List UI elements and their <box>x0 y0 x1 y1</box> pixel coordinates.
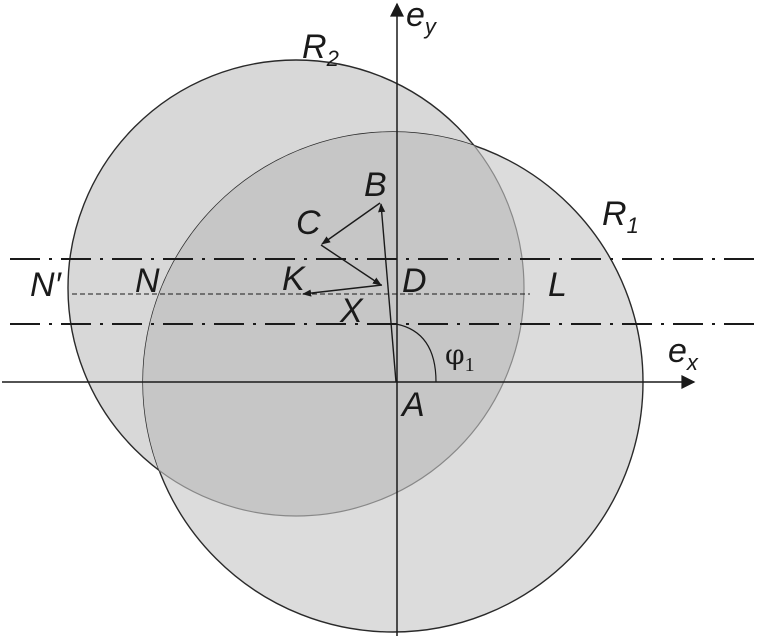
vector-b-to-c <box>321 202 381 245</box>
label-n-prime: N′ <box>30 266 63 304</box>
angle-arc-phi1 <box>395 323 437 383</box>
vector-a-to-b <box>378 203 397 383</box>
circle-r2-inner-edge <box>143 132 525 517</box>
label-c: C <box>296 204 321 242</box>
label-k: K <box>282 260 306 298</box>
vector-d-to-k <box>302 284 383 297</box>
label-phi1: φ1 <box>445 338 475 376</box>
vector-c-to-d <box>320 244 382 286</box>
label-l: L <box>548 266 567 304</box>
label-a: A <box>400 386 425 424</box>
label-n: N <box>135 262 160 300</box>
label-x: X <box>339 292 364 330</box>
label-d: D <box>402 262 427 300</box>
label-r1: R1 <box>602 195 639 238</box>
label-b: B <box>364 166 387 204</box>
label-ex: ex <box>668 332 699 375</box>
label-ey: ey <box>406 0 438 39</box>
label-r2: R2 <box>302 28 339 71</box>
